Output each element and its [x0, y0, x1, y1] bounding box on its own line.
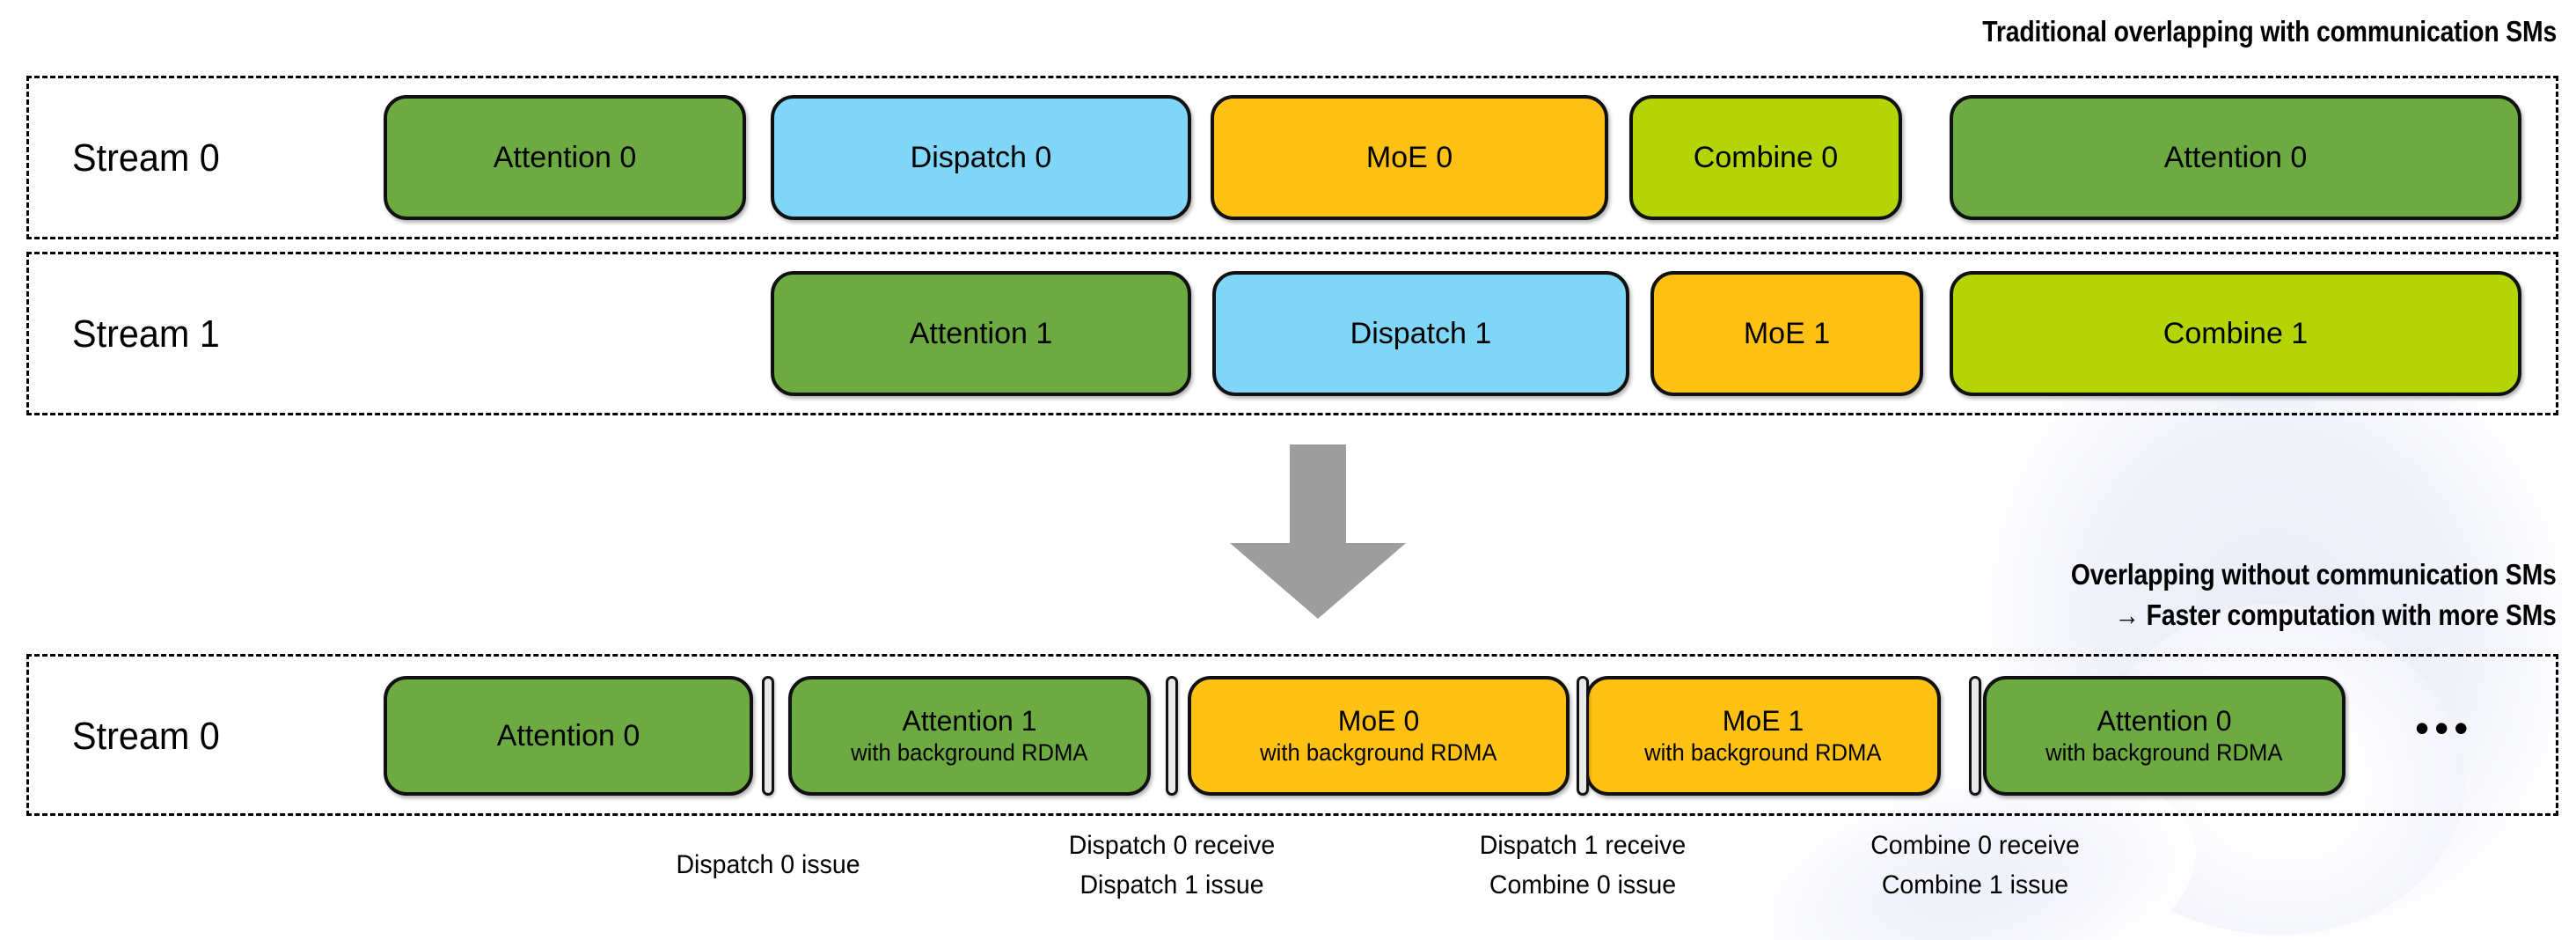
stream-label-2: Stream 0: [72, 715, 220, 758]
kernel-block: Combine 0: [1629, 95, 1902, 220]
kernel-separator-bar: [1577, 676, 1589, 796]
heading-line-1: Overlapping without communication SMs: [2071, 558, 2557, 591]
ellipsis-continuation: •••: [2415, 705, 2474, 751]
kernel-block-title: Dispatch 1: [1350, 317, 1492, 350]
kernel-block-subtitle: with background RDMA: [851, 739, 1088, 766]
kernel-block-subtitle: with background RDMA: [2045, 739, 2283, 766]
kernel-block-title: Dispatch 0: [910, 141, 1052, 174]
kernel-block: Dispatch 0: [771, 95, 1191, 220]
comm-annotation-line-2: Combine 0 issue: [1489, 870, 1677, 900]
heading-line-2: → Faster computation with more SMs: [2115, 599, 2557, 631]
kernel-block-title: Combine 0: [1693, 141, 1839, 174]
comm-annotation-line-1: Dispatch 0 receive: [1068, 831, 1276, 860]
kernel-block-subtitle: with background RDMA: [1644, 739, 1882, 766]
kernel-block-title: Attention 0: [496, 719, 640, 753]
downward-arrow-icon: [1230, 444, 1406, 619]
kernel-block-title: Attention 0: [2163, 141, 2308, 174]
kernel-block: Attention 0: [384, 676, 753, 796]
kernel-block: MoE 1: [1650, 271, 1923, 396]
kernel-block-title: MoE 0: [1337, 705, 1420, 737]
kernel-block-title: Attention 0: [2097, 705, 2232, 737]
comm-annotation-line-2: Combine 1 issue: [1881, 870, 2069, 900]
heading-traditional-overlapping: Traditional overlapping with communicati…: [1982, 15, 2557, 48]
kernel-block: Combine 1: [1950, 271, 2521, 396]
comm-annotation-line-1: Dispatch 1 receive: [1479, 831, 1687, 860]
comm-annotation-line-1: Dispatch 0 issue: [676, 850, 860, 879]
stream-container-0: [26, 76, 2558, 239]
kernel-block: Attention 0: [1950, 95, 2521, 220]
kernel-block: Dispatch 1: [1212, 271, 1629, 396]
stream-label-1: Stream 1: [72, 312, 220, 356]
kernel-block-title: MoE 0: [1365, 141, 1453, 174]
kernel-block-title: MoE 1: [1743, 317, 1831, 350]
comm-annotation: Dispatch 0 issue: [676, 845, 860, 885]
kernel-block-title: Attention 1: [909, 317, 1053, 350]
kernel-separator-bar: [1166, 676, 1178, 796]
comm-annotation-line-1: Combine 0 receive: [1870, 831, 2080, 860]
kernel-block: MoE 0: [1211, 95, 1608, 220]
kernel-block: Attention 1: [771, 271, 1191, 396]
kernel-block-subtitle: with background RDMA: [1260, 739, 1497, 766]
stream-label-0: Stream 0: [72, 136, 220, 180]
heading-overlapping-without-sms: Overlapping without communication SMs → …: [2071, 554, 2557, 635]
kernel-block-title: Attention 1: [902, 705, 1037, 737]
kernel-block-title: Attention 0: [493, 141, 637, 174]
kernel-separator-bar: [762, 676, 774, 796]
comm-annotation-line-2: Dispatch 1 issue: [1079, 870, 1264, 900]
kernel-block: Attention 0: [384, 95, 746, 220]
kernel-block-title: MoE 1: [1722, 705, 1804, 737]
kernel-separator-bar: [1969, 676, 1981, 796]
kernel-block-title: Combine 1: [2163, 317, 2309, 350]
